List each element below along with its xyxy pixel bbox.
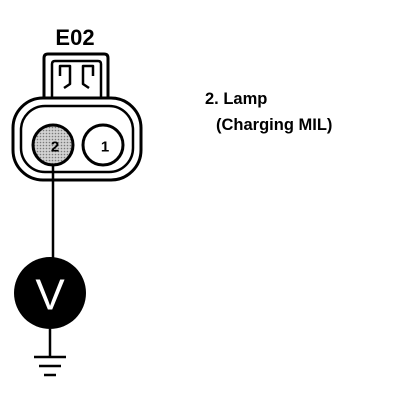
note-line-2: (Charging MIL) <box>216 116 332 134</box>
pin-2-terminal: 2 <box>31 123 75 167</box>
note-line-1: 2. Lamp <box>205 90 267 108</box>
connector-id-label: E02 <box>55 25 94 50</box>
pin-1-terminal: 1 <box>81 123 125 167</box>
pin-2-label: 2 <box>51 139 59 156</box>
voltmeter-symbol: V <box>35 271 65 320</box>
voltmeter-icon: V <box>14 257 86 329</box>
pin-1-label: 1 <box>101 139 109 156</box>
ground-symbol-icon <box>34 355 66 377</box>
connector-body <box>11 52 143 182</box>
